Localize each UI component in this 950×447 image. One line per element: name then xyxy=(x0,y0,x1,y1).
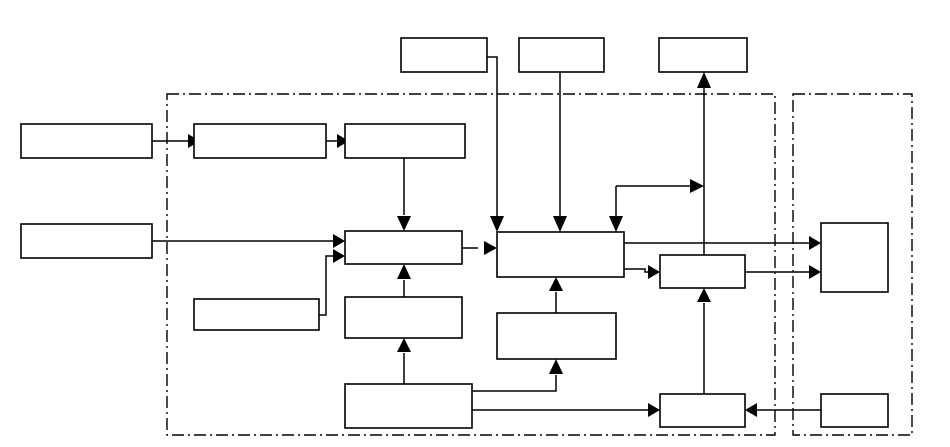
arrowhead-stage1-stage2 xyxy=(337,134,349,148)
arrowhead-midlower-midleft xyxy=(397,264,411,279)
box-top-1[interactable] xyxy=(400,37,488,73)
line-bottomleft-centerlower xyxy=(472,375,557,392)
box-right-small[interactable] xyxy=(659,254,746,289)
arrowhead-midleft-center xyxy=(484,241,497,255)
arrowhead-bottomleft-midlower xyxy=(397,338,411,352)
box-stage-1[interactable] xyxy=(193,123,327,159)
arrowhead-top2-center xyxy=(553,216,567,232)
arrowhead-left2-midleft xyxy=(333,234,345,248)
arrowhead-center-rightsmall xyxy=(648,265,660,279)
arrowhead-centerlower-center xyxy=(549,277,563,291)
arrowhead-farrightbottom-bottommid xyxy=(745,403,757,417)
box-left-1[interactable] xyxy=(20,123,153,159)
box-stage-2[interactable] xyxy=(344,123,466,159)
box-far-right[interactable] xyxy=(820,222,889,293)
box-mid-left[interactable] xyxy=(344,230,463,265)
group-boundary-main xyxy=(166,93,776,436)
arrowhead-bottommid-top3 xyxy=(697,72,711,88)
arrowhead-auxleft-midleft xyxy=(333,249,345,263)
group-boundary-right xyxy=(792,93,913,436)
box-bottom-left[interactable] xyxy=(344,383,473,429)
arrowhead-stage2-midleft xyxy=(397,216,411,231)
box-bottom-mid[interactable] xyxy=(659,393,746,428)
arrowhead-feedback-branch xyxy=(690,179,704,193)
box-far-right-bottom[interactable] xyxy=(820,393,889,428)
line-auxleft-midleft xyxy=(319,255,333,316)
box-center[interactable] xyxy=(496,231,625,278)
line-center-rightsmall xyxy=(624,268,650,273)
arrowhead-center-farright xyxy=(809,236,821,250)
arrowhead-top1-center xyxy=(490,216,504,232)
arrowhead-rightsmall-farright xyxy=(809,265,821,279)
box-center-lower[interactable] xyxy=(496,312,617,360)
arrowhead-feedback-center xyxy=(609,216,623,232)
box-aux-left[interactable] xyxy=(193,298,320,331)
box-mid-lower[interactable] xyxy=(344,296,463,339)
box-top-3[interactable] xyxy=(658,37,748,73)
box-left-2[interactable] xyxy=(20,223,153,259)
line-top1-center xyxy=(487,56,498,216)
arrowhead-bottomleft-bottommid xyxy=(648,403,660,417)
arrowhead-bottommid-rightsmall xyxy=(697,288,711,302)
arrowhead-bottomleft-centerlower xyxy=(549,359,563,374)
box-top-2[interactable] xyxy=(518,37,605,73)
